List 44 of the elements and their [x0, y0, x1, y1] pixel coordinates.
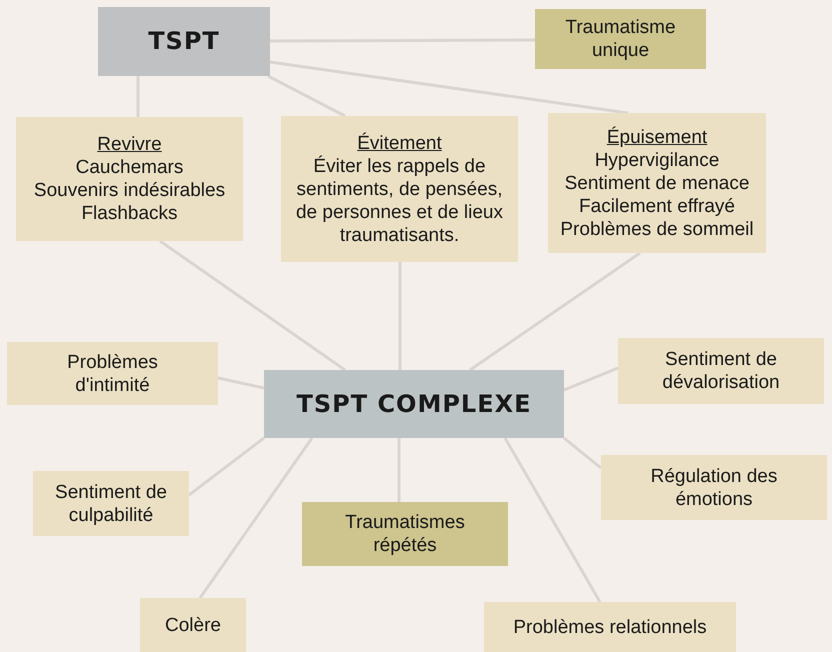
box-text: Problèmes relationnels	[513, 616, 707, 638]
topic-box	[601, 455, 827, 520]
box-text: Colère	[165, 614, 221, 636]
connector-line	[563, 436, 602, 470]
connector-line	[504, 437, 602, 603]
topic-box	[484, 602, 736, 652]
box-text: Problèmes d'intimité	[66, 350, 159, 396]
connector-line	[270, 60, 628, 114]
box-text: Hypervigilance	[594, 148, 720, 172]
box-text: Flashbacks	[81, 202, 178, 225]
connector-line	[159, 240, 346, 372]
box-text: Sentiment de menace	[564, 172, 750, 194]
connector-line	[188, 436, 265, 496]
box-heading: Évitement	[357, 132, 442, 154]
topic-box	[140, 598, 246, 652]
box-text: Cauchemars	[76, 156, 184, 179]
connector-line	[267, 74, 346, 118]
topic-box	[7, 342, 218, 405]
title-box	[98, 7, 270, 76]
box-text: TSPT	[148, 30, 220, 53]
title-box	[264, 370, 564, 438]
connector-line	[198, 437, 314, 599]
box-text: Sentiment de dévalorisation	[661, 348, 781, 394]
box-text: Éviter les rappels de sentiments, de pensées, de personnes et de lieux traumatisants.	[294, 154, 504, 246]
topic-box	[33, 471, 189, 536]
topic-box	[302, 502, 508, 566]
connector-line	[469, 252, 641, 372]
box-text: Régulation des émotions	[650, 464, 778, 510]
box-text: Facilement effrayé	[579, 194, 735, 218]
box-text: Traumatisme unique	[564, 16, 677, 62]
connector-line	[563, 366, 619, 392]
box-heading: Revivre	[97, 133, 162, 156]
box-text: Traumatismes répétés	[344, 511, 466, 557]
box-heading: Épuisement	[606, 126, 708, 148]
box-text: Souvenirs indésirables	[34, 179, 226, 202]
topic-box	[535, 9, 706, 69]
box-text: TSPT COMPLEXE	[296, 392, 532, 416]
topic-box	[548, 113, 766, 253]
topic-box	[281, 116, 518, 262]
topic-box	[16, 117, 243, 241]
connector-line	[218, 376, 264, 390]
topic-box	[618, 338, 824, 404]
box-text: Sentiment de culpabilité	[54, 480, 168, 526]
box-text: Problèmes de sommeil	[560, 218, 754, 240]
